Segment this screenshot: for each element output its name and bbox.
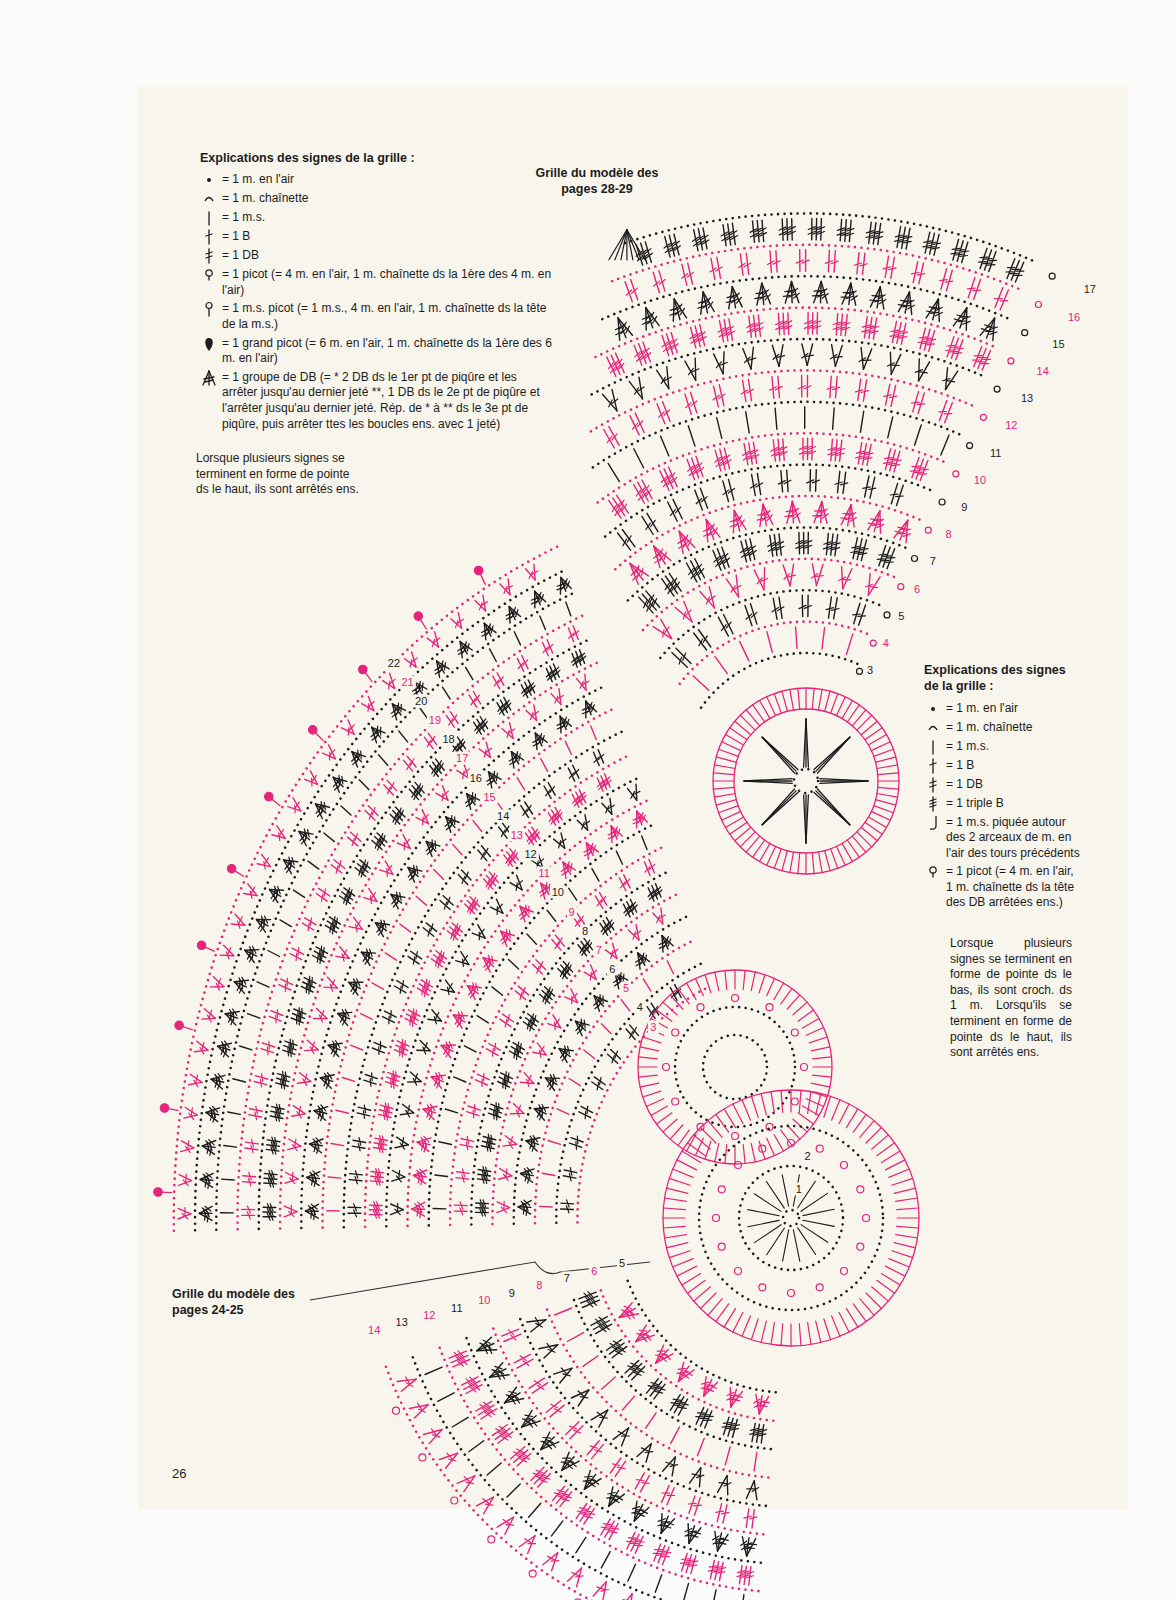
stitch [987,265,995,266]
stitch [817,313,818,334]
stitch [952,347,960,348]
stitch [792,219,793,240]
stitch [494,1111,495,1119]
stitch [973,290,981,291]
stitch [392,1075,393,1083]
stitch [958,321,966,322]
stitch [393,1081,394,1089]
stitch [983,263,991,264]
stitch [413,1019,414,1027]
stitch [413,1009,414,1017]
stitch [787,219,788,240]
stitch [555,1022,556,1030]
stitch [966,308,967,331]
stitch [493,1049,494,1057]
stitch [788,313,789,334]
stitch [828,250,829,271]
stitch [956,349,964,350]
stitch [510,930,511,938]
stitch [882,560,890,561]
stitch [919,359,920,381]
stitch [880,511,881,534]
stitch [391,1011,392,1019]
stitch [587,1106,588,1114]
stitch [416,1010,417,1018]
stitch [395,1076,396,1084]
stitch [961,251,969,252]
stitch [539,1206,552,1207]
stitch [938,299,939,322]
stitch [414,1015,415,1023]
stitch [890,494,898,495]
stitch [989,260,997,261]
stitch [890,352,891,374]
stitch [391,1080,392,1088]
stitch [946,350,954,351]
stitch [950,351,958,352]
stitch [496,1112,497,1120]
stitch [799,533,800,554]
stitch [507,929,508,937]
stitch [764,568,765,590]
stitch [896,496,904,497]
stitch [912,466,920,467]
stitch [960,256,968,257]
stitch [546,883,547,891]
stitch [879,554,887,555]
stitch [410,1017,411,1025]
stitch [585,1111,586,1119]
stitch [695,358,696,380]
stitch [821,281,822,302]
stitch [917,404,925,405]
stitch [877,559,885,560]
stitch [954,353,962,354]
stitch [372,1073,373,1081]
stitch [985,259,993,260]
stitch [723,352,724,374]
stitch [370,1079,371,1087]
stitch [911,471,919,472]
stitch [980,257,988,258]
stitch [858,616,866,617]
stitch [947,345,955,346]
stitch [968,288,976,289]
stitch [816,576,824,577]
stitch [399,1170,400,1178]
stitch [475,1105,476,1113]
stitch [883,556,891,557]
stitch [812,295,820,296]
stitch [576,1142,577,1150]
stitch [473,1110,474,1118]
stitch [816,470,817,491]
stitch [821,219,822,240]
stitch [835,357,843,358]
stitch [782,219,783,240]
stitch [412,1013,413,1021]
stitch [636,784,637,800]
stitch [979,262,987,263]
